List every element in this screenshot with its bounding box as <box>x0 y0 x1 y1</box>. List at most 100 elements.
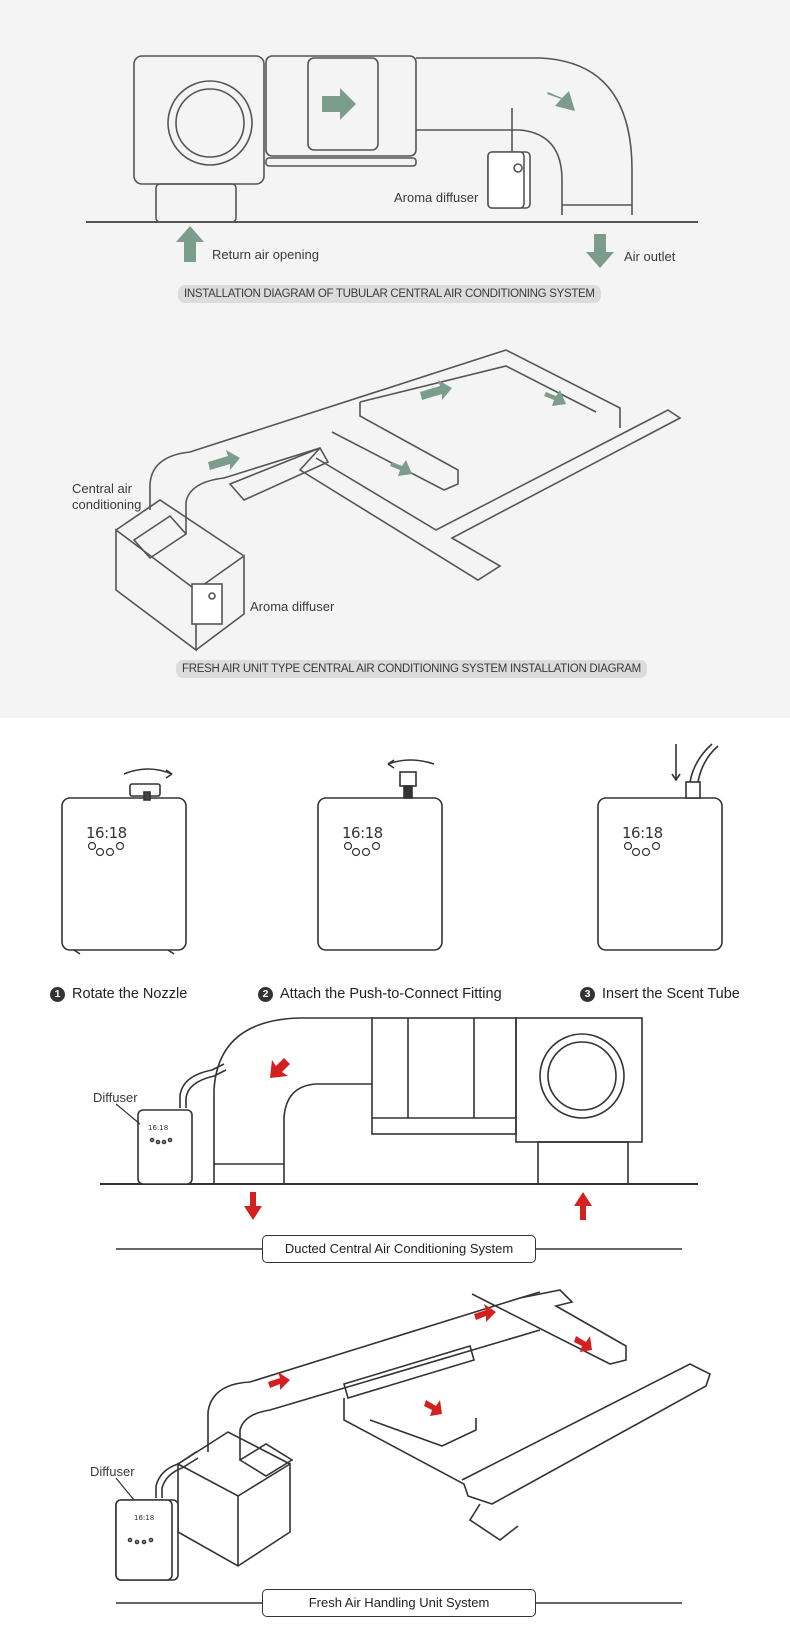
ahu-box <box>177 1462 291 1567</box>
duct-inner <box>416 129 563 215</box>
branch-4-end <box>468 1503 519 1541</box>
step-2-number: 2 <box>258 986 273 1002</box>
unit-top <box>115 499 245 557</box>
central-ac-label-line1: Central air <box>72 481 132 496</box>
device-1 <box>61 797 187 951</box>
arrow-icon <box>268 1372 290 1390</box>
elbow-outer <box>213 1017 372 1184</box>
main-duct-4-top <box>207 1291 541 1452</box>
fan-inner-3 <box>547 1041 617 1111</box>
diagram3-caption: Ducted Central Air Conditioning System <box>262 1235 536 1263</box>
arrow-icon <box>270 1058 290 1078</box>
step-3-label: Insert the Scent Tube <box>602 986 740 1002</box>
arrow-icon <box>390 460 412 476</box>
arrow-right-icon <box>322 88 356 120</box>
scent-tube-fitting <box>685 781 701 799</box>
diagram4-caption: Fresh Air Handling Unit System <box>262 1589 536 1617</box>
fresh-air-unit-diagram <box>115 1289 711 1604</box>
coil-section <box>371 1017 517 1135</box>
blower-fan-outer <box>167 80 253 166</box>
riser-cap <box>132 514 188 560</box>
step-1: 1 Rotate the Nozzle <box>50 986 187 1002</box>
step-2-label: Attach the Push-to-Connect Fitting <box>280 986 502 1002</box>
diagram1-caption: INSTALLATION DIAGRAM OF TUBULAR CENTRAL … <box>178 285 601 303</box>
arrow-icon <box>474 1304 496 1322</box>
rotate-arrow-icon <box>123 768 173 775</box>
step-3: 3 Insert the Scent Tube <box>580 986 740 1002</box>
branch-inner <box>359 365 597 413</box>
step-1-label: Rotate the Nozzle <box>72 986 188 1002</box>
airflow-arrows-3 <box>244 1058 592 1220</box>
diffuser-3-display: 16:18 <box>148 1124 169 1132</box>
return-arrow-up-icon <box>176 226 204 262</box>
return-air-label: Return air opening <box>212 247 319 262</box>
central-ac-label-line2: conditioning <box>72 497 142 512</box>
arrow-diag-icon <box>547 91 575 111</box>
device-3 <box>597 797 723 951</box>
diffuser-4-display: 16:18 <box>134 1514 155 1522</box>
arrow-up-icon <box>574 1192 592 1220</box>
top-panel <box>0 0 790 718</box>
device-2 <box>317 797 443 951</box>
filter-panel <box>307 57 379 151</box>
step-devices <box>61 743 723 955</box>
branch-4-right <box>471 1289 627 1365</box>
aroma-diffuser-device-2 <box>191 583 223 625</box>
duct-outer <box>416 57 633 215</box>
arrow-icon <box>424 1400 442 1416</box>
branch-4-mid <box>343 1344 475 1400</box>
leader-line <box>115 1477 135 1501</box>
diffuser-label-3: Diffuser <box>93 1090 138 1105</box>
airflow-arrows-4 <box>268 1304 592 1416</box>
step-1-number: 1 <box>50 986 65 1002</box>
ducted-ac-diagram <box>100 1017 698 1250</box>
leader-line <box>115 1103 141 1125</box>
air-outlet-label: Air outlet <box>624 249 676 264</box>
push-fitting <box>399 771 417 787</box>
aroma-diffuser-label-2: Aroma diffuser <box>250 599 335 614</box>
stand-3 <box>537 1141 629 1185</box>
diffuser-device-3 <box>137 1109 193 1185</box>
main-duct-4-low <box>239 1329 541 1460</box>
diagram2-caption: FRESH AIR UNIT TYPE CENTRAL AIR CONDITIO… <box>176 660 647 678</box>
step-3-number: 3 <box>580 986 595 1002</box>
arrow-icon <box>544 390 566 406</box>
outlet-arrow-down-icon <box>586 234 614 268</box>
blower-fan-inner <box>175 88 245 158</box>
branch-left <box>331 402 459 491</box>
main-duct-low-edge <box>185 447 321 534</box>
diffuser-label-4: Diffuser <box>90 1464 135 1479</box>
main-duct-top-edge <box>149 349 507 510</box>
duct-joint <box>238 1443 294 1477</box>
airflow-arrows-2 <box>208 380 566 476</box>
lower-branch <box>298 409 682 581</box>
branch-4-lower <box>343 1363 711 1505</box>
airflow-arrows-1 <box>176 88 614 268</box>
tubular-ac-diagram <box>86 55 698 223</box>
blower-stand <box>155 183 237 223</box>
device-2-display: 16:18 <box>342 824 383 842</box>
branch-4-inner <box>369 1418 477 1447</box>
button-dots-icon <box>87 841 661 857</box>
arrow-down-icon <box>244 1192 262 1220</box>
unit-side <box>195 554 245 651</box>
diffuser-tube-4 <box>155 1451 197 1498</box>
coil-box <box>265 55 417 157</box>
device-3-display: 16:18 <box>622 824 663 842</box>
scent-tube <box>689 743 713 783</box>
fresh-air-diagram <box>115 349 682 652</box>
duct-mid <box>228 446 330 501</box>
arrow-icon <box>574 1336 592 1352</box>
aroma-diffuser-label: Aroma diffuser <box>394 190 479 205</box>
arrow-icon <box>208 450 240 470</box>
step-2: 2 Attach the Push-to-Connect Fitting <box>258 986 502 1002</box>
fan-outer-3 <box>539 1033 625 1119</box>
unit-front <box>115 528 197 652</box>
drain-pan <box>265 157 417 167</box>
diffuser-tube-3 <box>179 1063 225 1108</box>
rotate-arrow-icon <box>387 759 435 765</box>
elbow-inner <box>283 1083 372 1184</box>
arrow-icon <box>420 380 452 400</box>
device-1-display: 16:18 <box>86 824 127 842</box>
